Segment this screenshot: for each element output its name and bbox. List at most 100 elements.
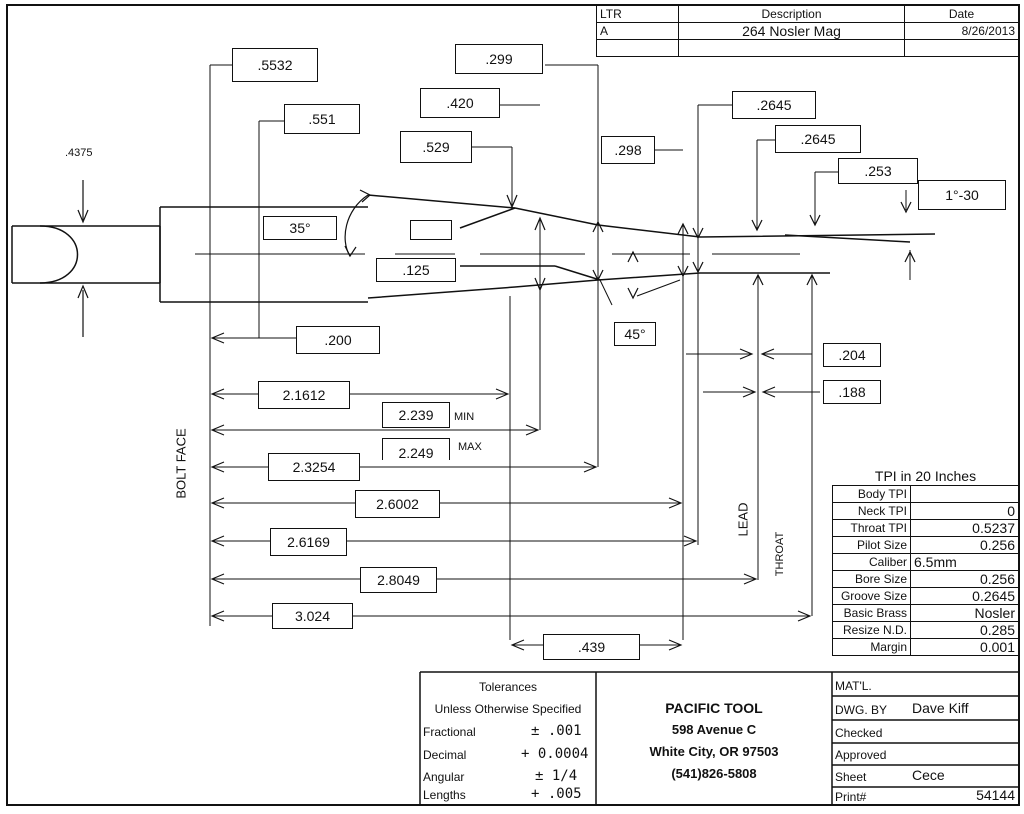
revision-table: LTR Description Date A 264 Nosler Mag 8/… [596, 5, 1019, 57]
rev-header-ltr: LTR [596, 5, 679, 23]
tolerances-subtitle: Unless Otherwise Specified [434, 702, 582, 716]
tpi-label: Neck TPI [832, 502, 911, 520]
tpi-label: Caliber [832, 553, 911, 571]
pilot-dim-arrows [77, 180, 89, 337]
tol-value: ± .001 [531, 723, 582, 739]
extension-lines [209, 64, 911, 640]
sheet-label: Sheet [835, 770, 867, 784]
tol-label: Decimal [423, 748, 467, 762]
sheet-value: Cece [912, 767, 945, 783]
tpi-label: Margin [832, 638, 911, 656]
tol-row: Decimal + 0.0004 [423, 746, 593, 762]
dim-188: .188 [823, 380, 881, 404]
dim-angle-45: 45° [614, 322, 656, 346]
rev-empty-cell [678, 39, 905, 57]
drawing-frame [6, 4, 1020, 806]
revision-empty-row [596, 39, 1019, 57]
tol-row: Fractional ± .001 [423, 723, 593, 739]
dim-200: .200 [296, 326, 380, 354]
dim-angle-35: 35° [263, 216, 337, 240]
tpi-label: Resize N.D. [832, 621, 911, 639]
tpi-value [910, 485, 1019, 503]
arrowheads [344, 189, 916, 300]
tpi-value: 0.256 [910, 536, 1019, 554]
rev-ltr: A [596, 22, 679, 40]
tpi-label: Throat TPI [832, 519, 911, 537]
company-block: PACIFIC TOOL 598 Avenue C White City, OR… [596, 697, 832, 785]
rev-empty-cell [596, 39, 679, 57]
lead-label: LEAD [735, 502, 751, 537]
min-label: MIN [454, 411, 475, 423]
tpi-row: Resize N.D.0.285 [832, 621, 1019, 639]
dim-253: .253 [838, 158, 918, 184]
tpi-value: 6.5mm [910, 553, 1019, 571]
tol-label: Angular [423, 770, 465, 784]
company-name: PACIFIC TOOL [665, 700, 763, 716]
dim-2-6169: 2.6169 [270, 528, 347, 556]
dim-298: .298 [601, 136, 655, 164]
revision-header-row: LTR Description Date [596, 5, 1019, 23]
company-phone: (541)826-5808 [671, 766, 757, 781]
print-value: 54144 [976, 787, 1015, 803]
info-block: MAT'L. DWG. BY Dave Kiff Checked Approve… [832, 672, 1019, 805]
tol-row: Lengths + .005 [423, 786, 593, 802]
dim-5532: .5532 [232, 48, 318, 82]
dim-4375: .4375 [65, 147, 93, 159]
company-street: 598 Avenue C [671, 722, 757, 737]
tol-label: Fractional [423, 725, 476, 739]
rev-description: 264 Nosler Mag [678, 22, 905, 40]
print-label: Print# [835, 790, 867, 804]
revision-row: A 264 Nosler Mag 8/26/2013 [596, 22, 1019, 40]
dwg-by-label: DWG. BY [835, 703, 888, 717]
dim-2645-groove: .2645 [732, 91, 816, 119]
tpi-label: Basic Brass [832, 604, 911, 622]
dim-299: .299 [455, 44, 543, 74]
throat-label: THROAT [774, 531, 787, 577]
title-block-lines [419, 671, 1019, 805]
bolt-face-label: BOLT FACE [173, 428, 189, 499]
dwg-by-value: Dave Kiff [912, 700, 969, 716]
tpi-value: 0.001 [910, 638, 1019, 656]
tpi-value: 0 [910, 502, 1019, 520]
rev-date: 8/26/2013 [904, 22, 1019, 40]
dimension-lines [212, 337, 820, 646]
dim-angle-1-30: 1°-30 [918, 180, 1006, 210]
dim-204: .204 [823, 343, 881, 367]
tpi-label: Groove Size [832, 587, 911, 605]
pilot-outline [11, 225, 161, 284]
company-city: White City, OR 97503 [649, 744, 779, 759]
tol-value: + 0.0004 [521, 746, 589, 762]
tol-row: Angular ± 1/4 [423, 768, 593, 784]
tpi-value: 0.285 [910, 621, 1019, 639]
tpi-value: Nosler [910, 604, 1019, 622]
rev-empty-cell [904, 39, 1019, 57]
checked-label: Checked [835, 726, 883, 740]
tpi-label: Body TPI [832, 485, 911, 503]
dim-arrowheads [210, 332, 812, 651]
dim-3-024: 3.024 [272, 603, 353, 629]
dim-2-1612: 2.1612 [258, 381, 350, 409]
rev-header-description: Description [678, 5, 905, 23]
dim-empty [410, 220, 452, 240]
max-label: MAX [458, 441, 482, 453]
dim-2-3254: 2.3254 [268, 453, 360, 481]
matl-label: MAT'L. [835, 679, 872, 693]
tpi-row: Body TPI [832, 485, 1019, 503]
tol-value: ± 1/4 [535, 768, 578, 784]
approved-label: Approved [835, 748, 887, 762]
tol-label: Lengths [423, 788, 466, 802]
dim-420: .420 [420, 88, 500, 118]
dim-125: .125 [376, 258, 456, 282]
dim-2-8049: 2.8049 [360, 567, 437, 593]
tolerances-title: Tolerances [478, 680, 538, 694]
tol-value: + .005 [531, 786, 582, 802]
chamber-outline [159, 194, 936, 303]
